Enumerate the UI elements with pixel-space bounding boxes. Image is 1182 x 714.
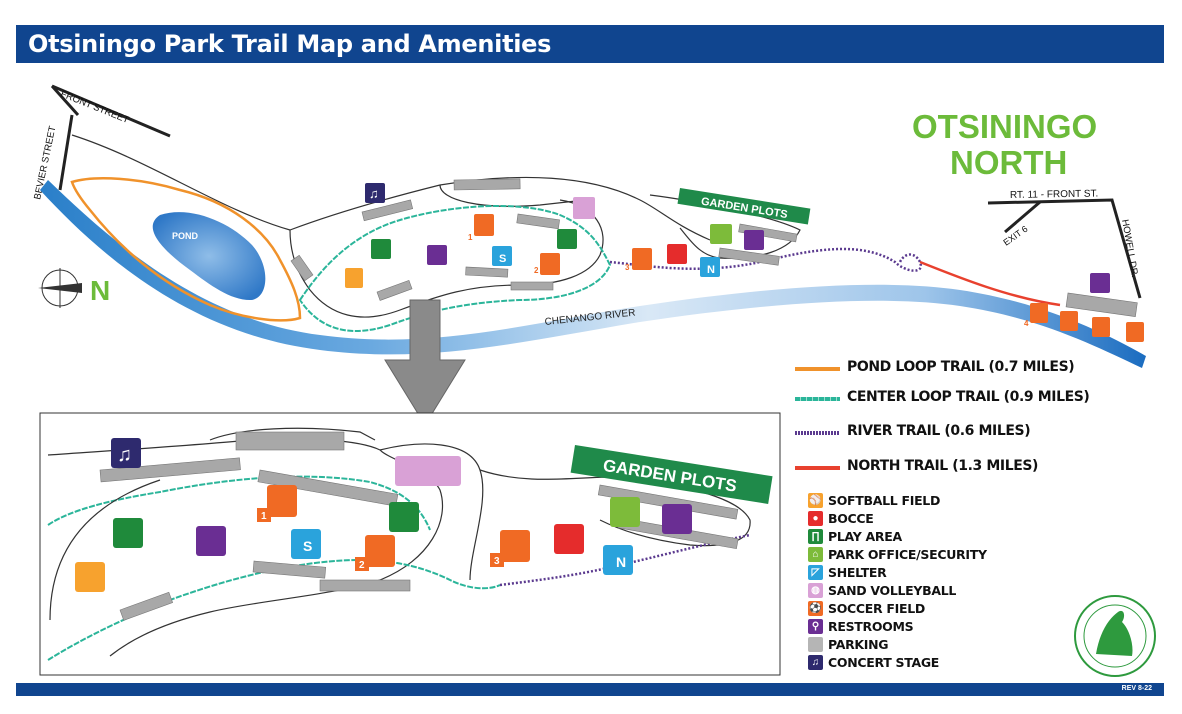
pond-loop-trail (70, 177, 302, 322)
inset-field-number: 1 (261, 511, 267, 522)
swing-icon (389, 502, 419, 532)
legend-pond-loop: POND LOOP TRAIL (0.7 MILES) (795, 358, 1095, 378)
house-icon: ⌂ (808, 547, 823, 562)
shelter-icon (492, 246, 512, 266)
music-icon (365, 183, 385, 203)
inset-field-number: 2 (359, 560, 365, 571)
legend-sand-volleyball: ◍ SAND VOLLEYBALL (808, 582, 1008, 600)
bocce-icon (554, 524, 584, 554)
legend-restrooms: ⚲ RESTROOMS (808, 618, 1008, 636)
legend-park-office: ⌂ PARK OFFICE/SECURITY (808, 546, 1008, 564)
restroom-icon (427, 245, 447, 265)
field-number: 3 (625, 263, 630, 272)
title-bar: Otsiningo Park Trail Map and Amenities (16, 25, 1164, 63)
soccer-icon (365, 535, 395, 567)
park-boundary (71, 134, 711, 241)
page-title: Otsiningo Park Trail Map and Amenities (28, 30, 552, 58)
legend-bocce: ● BOCCE (808, 510, 1008, 528)
restroom-icon: ⚲ (808, 619, 823, 634)
exit6-label: EXIT 6 (1001, 224, 1029, 248)
legend-north-trail: NORTH TRAIL (1.3 MILES) (795, 457, 1095, 477)
compass-rose: N (38, 268, 110, 308)
legend-softball: ⚾ SOFTBALL FIELD (808, 493, 941, 508)
inset-shelter-n: N (616, 554, 626, 570)
soccer-icon: ⚽ (808, 601, 823, 616)
inset-frame (39, 412, 781, 676)
softball-icon: ⚾ (808, 493, 823, 508)
soccer-icon (1030, 303, 1048, 323)
shelter-n-label: N (707, 264, 715, 276)
swing-icon (371, 239, 391, 259)
softball-icon (75, 562, 105, 592)
garden-plots-banner-top: GARDEN PLOTS (677, 187, 811, 225)
legend-river-trail: RIVER TRAIL (0.6 MILES) (795, 422, 1095, 442)
legend-parking: PARKING (808, 636, 1008, 654)
swing-icon (113, 518, 143, 548)
inset-shelter-s: S (303, 538, 312, 554)
restroom-icon (1090, 273, 1110, 293)
shelter-icon (603, 545, 633, 575)
parking-lots (290, 178, 1138, 317)
music-icon (111, 438, 141, 468)
river-trail (609, 247, 923, 272)
house-icon (710, 224, 732, 244)
house-icon (610, 497, 640, 527)
soccer-icon (1060, 311, 1078, 331)
upper-icons: ♫ S N 1 2 3 4 (345, 183, 1144, 342)
rt11-label: RT. 11 - FRONT ST. (1010, 188, 1099, 201)
center-loop-trail (298, 204, 612, 332)
legend-concert-stage: ♫ CONCERT STAGE (808, 654, 1008, 672)
soccer-icon (474, 214, 494, 236)
svg-text:♫: ♫ (369, 186, 379, 201)
field-number: 4 (1024, 319, 1029, 328)
pond-label: POND (172, 231, 199, 241)
field-number: 2 (534, 266, 539, 275)
volleyball-icon (573, 197, 595, 219)
north-title-2: NORTH (950, 144, 1067, 181)
soccer-icon (267, 485, 297, 517)
legend-shelter: ◸ SHELTER (808, 564, 1008, 582)
shelter-icon (700, 257, 720, 277)
howell-label: HOWELL DR. (1119, 219, 1140, 279)
field-number: 1 (468, 233, 473, 242)
restroom-icon (662, 504, 692, 534)
soccer-icon (632, 248, 652, 270)
revision-label: REV 8-22 (1121, 685, 1152, 692)
music-icon: ♫ (808, 655, 823, 670)
restroom-icon (744, 230, 764, 250)
shelter-icon: ◸ (808, 565, 823, 580)
soccer-icon (1126, 322, 1144, 342)
soccer-icon (500, 530, 530, 562)
shelter-s-label: S (499, 253, 506, 265)
footer-bar (16, 683, 1164, 696)
swing-icon: ∏ (808, 529, 823, 544)
compass-n-label: N (90, 275, 110, 306)
legend-center-loop: CENTER LOOP TRAIL (0.9 MILES) (795, 388, 1095, 408)
broome-county-seal (1074, 595, 1156, 677)
legend-soccer: ⚽ SOCCER FIELD (808, 601, 925, 616)
volleyball-icon: ◍ (808, 583, 823, 598)
inset-map: GARDEN PLOTS ♫ S N 1 2 3 (47, 427, 773, 661)
north-trail (919, 260, 1061, 307)
inset-arrow (384, 299, 466, 426)
parking-icon (808, 637, 823, 652)
shelter-icon (291, 529, 321, 559)
restroom-icon (196, 526, 226, 556)
pond (152, 212, 266, 300)
north-title-1: OTSININGO (912, 108, 1097, 145)
volleyball-icon (395, 456, 461, 486)
bocce-icon: ● (808, 511, 823, 526)
softball-icon (345, 268, 363, 288)
legend-play-area: ∏ PLAY AREA (808, 528, 1008, 546)
soccer-icon (540, 253, 560, 275)
svg-text:♫: ♫ (117, 444, 132, 466)
soccer-icon (1092, 317, 1110, 337)
inset-field-number: 3 (494, 556, 500, 567)
swing-icon (557, 229, 577, 249)
bocce-icon (667, 244, 687, 264)
